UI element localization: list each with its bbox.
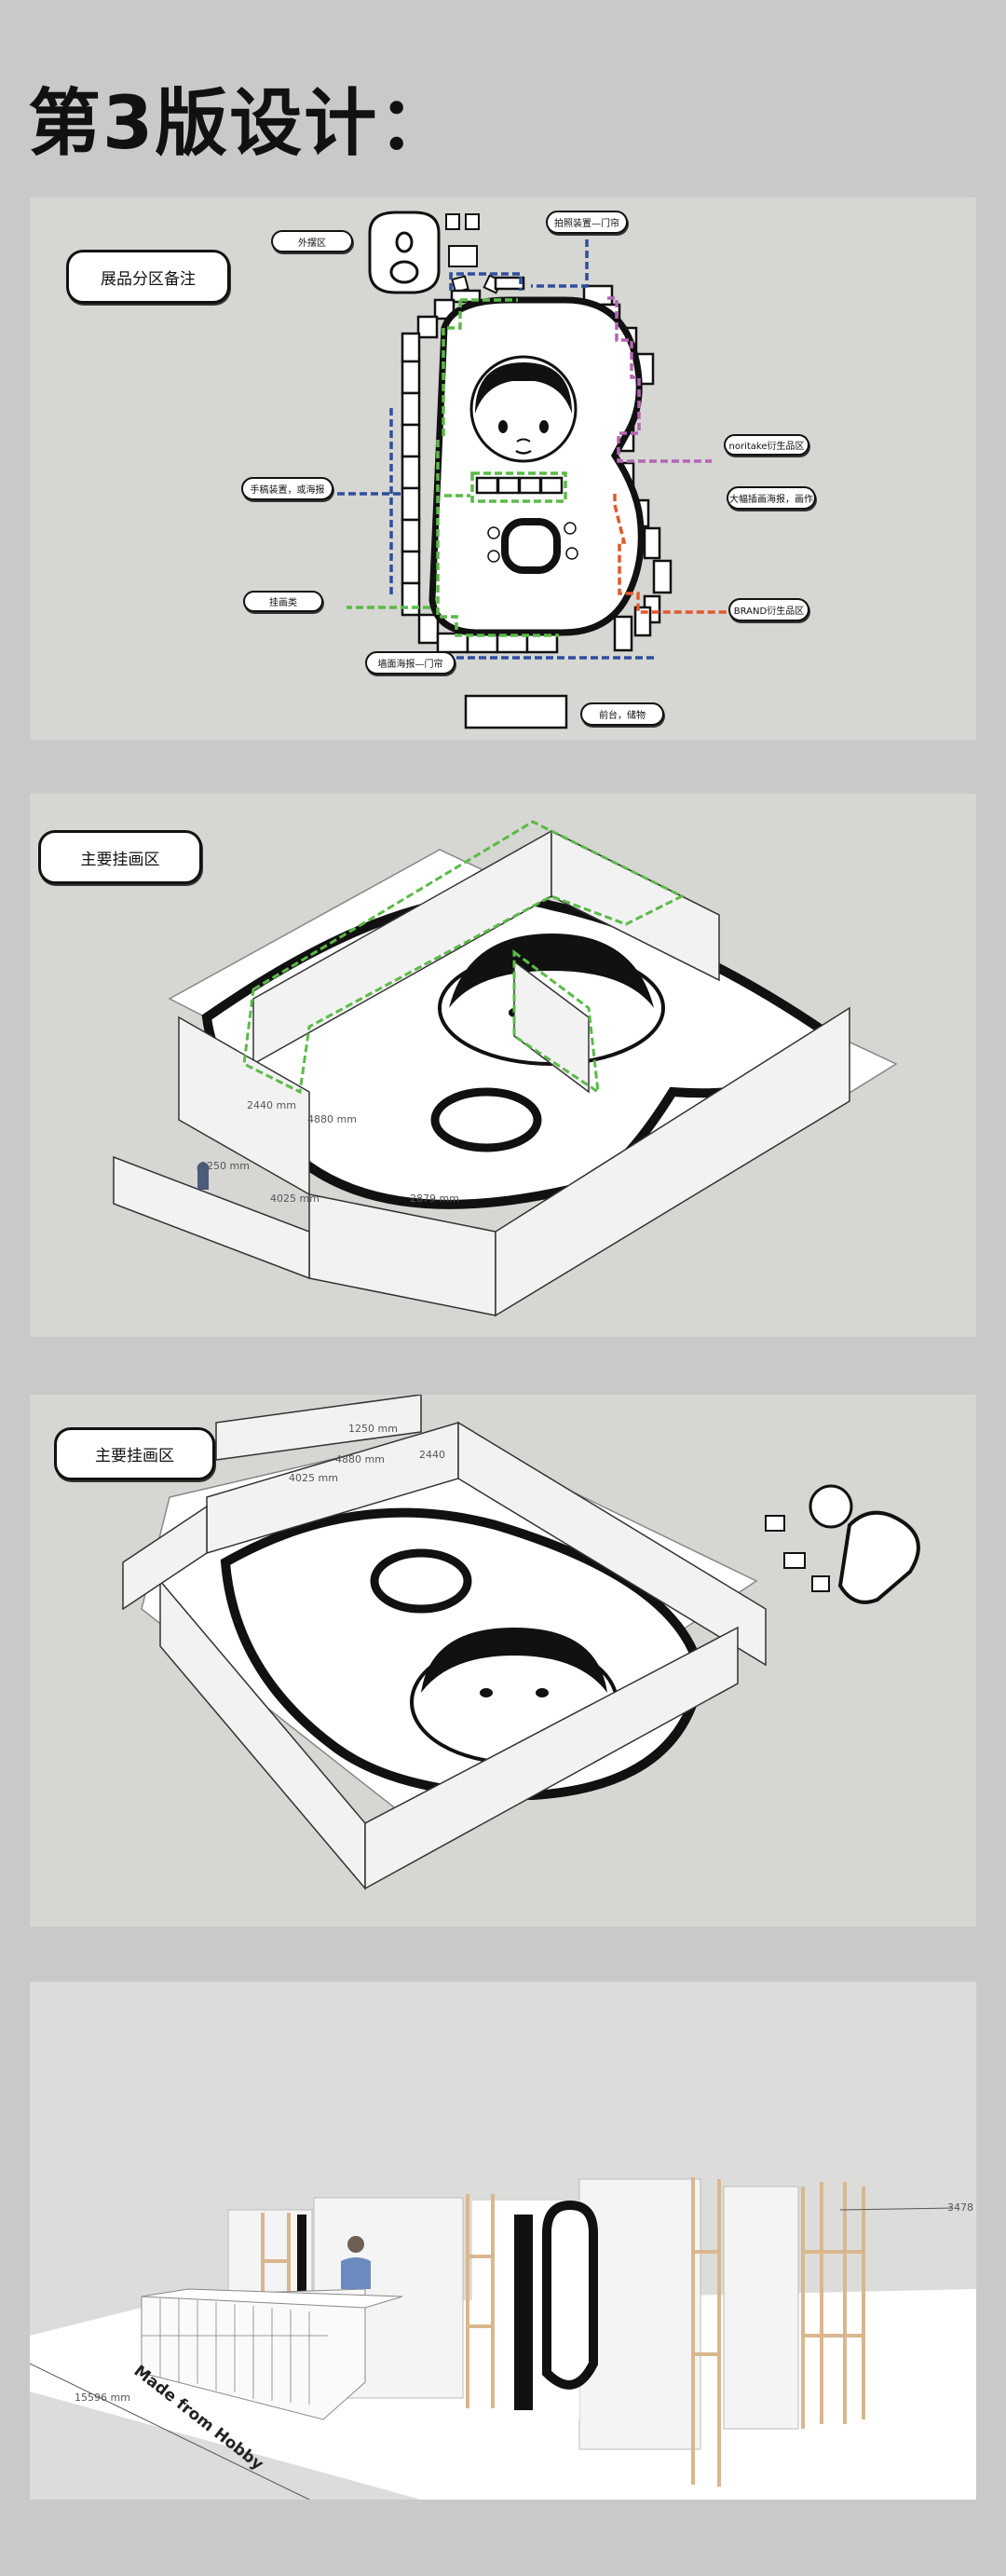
isometric-view-2: 主要挂画区 4880 mm 4025 mm 1250 mm 2440 (30, 1395, 976, 1927)
label-photo-zone: 拍照装置—门帘 (546, 211, 628, 234)
floorplan-panel: 展品分区备注 外摆区 拍照装置—门帘 noritake衍生品区 手稿装置，或海报… (30, 198, 976, 740)
label-reception-zone: 前台，储物 (580, 702, 664, 726)
label-large-poster-zone: 大幅插画海报，画作 (727, 486, 816, 510)
label-wall-poster-zone: 墙面海报—门帘 (365, 651, 455, 675)
zone-notes-heading: 展品分区备注 (66, 250, 230, 304)
dimension-label: 2440 (419, 1449, 445, 1461)
dimension-label: 1250 mm (348, 1423, 398, 1435)
dimension-label: 4025 mm (270, 1193, 319, 1205)
floorplan-drawing (337, 211, 731, 729)
label-outdoor-zone: 外摆区 (271, 230, 353, 252)
label-brand-zone: BRAND衍生品区 (728, 598, 809, 621)
perspective-drawing (30, 2177, 976, 2500)
label-manuscript-zone: 手稿装置，或海报 (241, 477, 333, 500)
dimension-label: 15596 mm (75, 2392, 130, 2404)
label-hanging-zone: 挂画类 (243, 591, 323, 612)
main-hanging-zone-label: 主要挂画区 (54, 1427, 215, 1480)
perspective-render: Made from Hobby 3478 mm 15596 mm (30, 1982, 976, 2500)
isometric-drawing-1 (113, 820, 898, 1317)
isometric-view-1: 主要挂画区 2440 mm 4880 mm 1250 mm 4025 mm 28… (30, 794, 976, 1337)
page-title: 第3版设计： (28, 82, 454, 166)
dimension-label: 4880 mm (335, 1453, 385, 1465)
dimension-label: 2879 mm (410, 1193, 459, 1205)
dimension-label: 2440 mm (247, 1099, 296, 1111)
dimension-label: 4880 mm (307, 1113, 357, 1125)
dimension-label: 4025 mm (289, 1472, 338, 1484)
label-noritake-zone: noritake衍生品区 (724, 434, 809, 456)
isometric-drawing-2 (122, 1395, 920, 1891)
dimension-label: 3478 mm (947, 2201, 976, 2214)
dimension-label: 1250 mm (200, 1160, 250, 1172)
main-hanging-zone-label: 主要挂画区 (38, 830, 202, 884)
